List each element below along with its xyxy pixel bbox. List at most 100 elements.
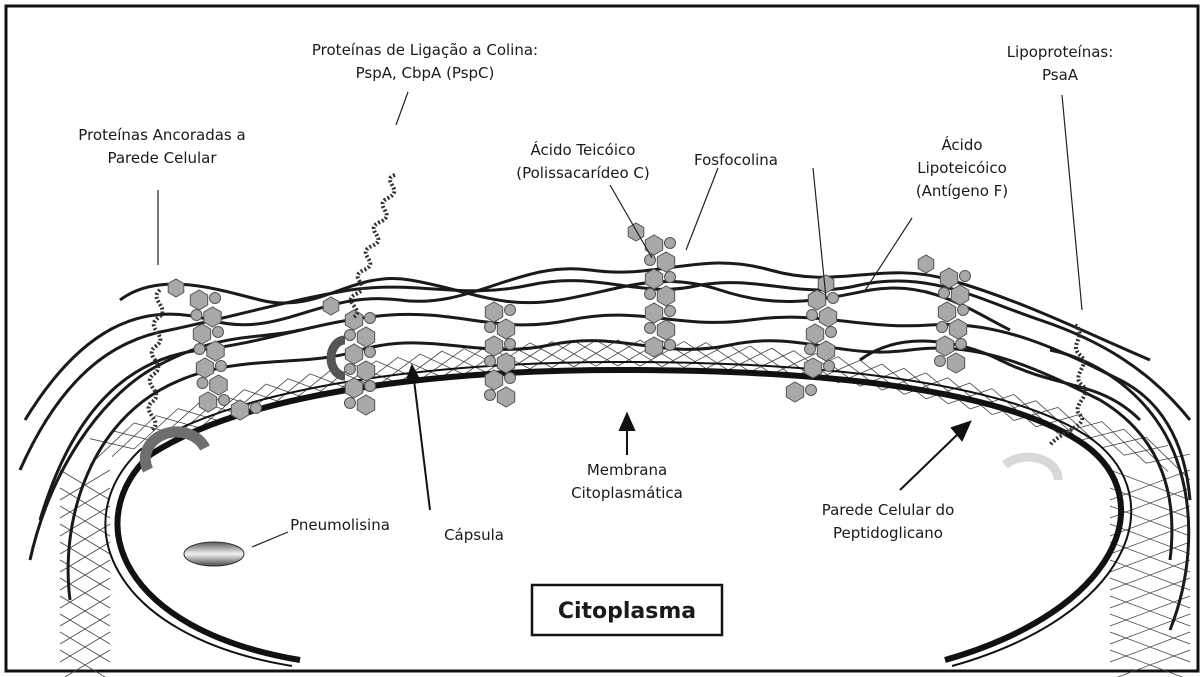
label-phosphocholine: Fosfocolina bbox=[694, 151, 778, 169]
choline-circle bbox=[824, 361, 835, 372]
choline-circle bbox=[939, 288, 950, 299]
sugar-hexagon bbox=[947, 353, 964, 373]
choline-circle bbox=[505, 373, 516, 384]
choline-circle bbox=[645, 289, 656, 300]
sugar-hexagon bbox=[231, 400, 248, 420]
label-membrane-line1: Membrana bbox=[587, 461, 667, 479]
choline-circle bbox=[956, 339, 967, 350]
sugar-hexagon bbox=[497, 387, 514, 407]
sugar-hexagon bbox=[657, 320, 674, 340]
choline-circle bbox=[665, 340, 676, 351]
sugar-hexagon bbox=[345, 310, 362, 330]
choline-circle bbox=[365, 347, 376, 358]
sugar-hexagon bbox=[818, 275, 834, 293]
sugar-hexagon bbox=[808, 290, 825, 310]
label-membrane-line2: Citoplasmática bbox=[571, 484, 683, 502]
sugar-hexagon bbox=[940, 268, 957, 288]
sugar-hexagon bbox=[949, 319, 966, 339]
choline-circle bbox=[960, 271, 971, 282]
sugar-hexagon bbox=[786, 382, 803, 402]
choline-circle bbox=[645, 323, 656, 334]
sugar-hexagon bbox=[204, 307, 221, 327]
label-teichoic-acid: Ácido Teicóico bbox=[531, 140, 636, 159]
choline-circle bbox=[219, 395, 230, 406]
figure-border bbox=[6, 6, 1198, 671]
choline-circle bbox=[645, 255, 656, 266]
choline-circle bbox=[665, 272, 676, 283]
sugar-hexagon bbox=[497, 319, 514, 339]
label-choline-binding-proteins: PspA, CbpA (PspC) bbox=[356, 64, 495, 82]
label-anchored-proteins-line1: Proteínas Ancoradas a bbox=[78, 126, 245, 144]
sugar-hexagon bbox=[193, 324, 210, 344]
choline-circle bbox=[365, 381, 376, 392]
choline-circle bbox=[191, 310, 202, 321]
label-cell-wall-line2: Peptidoglicano bbox=[833, 524, 943, 542]
sugar-hexagon bbox=[168, 279, 184, 297]
sugar-hexagon bbox=[190, 290, 207, 310]
choline-circle bbox=[345, 398, 356, 409]
choline-circle bbox=[345, 330, 356, 341]
choline-circle bbox=[665, 238, 676, 249]
pneumolysin-shape bbox=[184, 542, 244, 566]
choline-circle bbox=[805, 344, 816, 355]
sugar-hexagon bbox=[657, 252, 674, 272]
sugar-hexagon bbox=[938, 302, 955, 322]
label-capsule: Cápsula bbox=[444, 526, 504, 544]
sugar-hexagon bbox=[485, 370, 502, 390]
sugar-hexagon bbox=[357, 327, 374, 347]
choline-circle bbox=[197, 378, 208, 389]
label-polysaccharide-c: (Polissacarídeo C) bbox=[516, 164, 650, 182]
sugar-hexagon bbox=[323, 297, 339, 315]
choline-circle bbox=[251, 403, 262, 414]
sugar-hexagon bbox=[345, 378, 362, 398]
choline-circle bbox=[807, 310, 818, 321]
choline-circle bbox=[937, 322, 948, 333]
sugar-hexagon bbox=[951, 285, 968, 305]
sugar-hexagon bbox=[806, 324, 823, 344]
label-cell-wall-line1: Parede Celular do bbox=[822, 501, 955, 519]
label-anchored-proteins-line2: Parede Celular bbox=[107, 149, 217, 167]
sugar-hexagon bbox=[645, 269, 662, 289]
choline-circle bbox=[505, 305, 516, 316]
label-cytoplasm: Citoplasma bbox=[558, 599, 696, 624]
sugar-hexagon bbox=[199, 392, 216, 412]
choline-circle bbox=[213, 327, 224, 338]
sugar-hexagon bbox=[196, 358, 213, 378]
choline-circle bbox=[210, 293, 221, 304]
choline-circle bbox=[485, 322, 496, 333]
choline-circle bbox=[665, 306, 676, 317]
choline-circle bbox=[935, 356, 946, 367]
sugar-hexagon bbox=[357, 395, 374, 415]
sugar-hexagon bbox=[485, 302, 502, 322]
sugar-hexagon bbox=[628, 223, 644, 241]
label-lipoproteins-psaa: PsaA bbox=[1042, 66, 1079, 84]
sugar-hexagon bbox=[485, 336, 502, 356]
choline-circle bbox=[365, 313, 376, 324]
label-choline-binding-title: Proteínas de Ligação a Colina: bbox=[312, 41, 538, 59]
label-antigen-f: (Antígeno F) bbox=[916, 182, 1008, 200]
label-lipoteichoic-line2: Lipoteicóico bbox=[917, 159, 1007, 177]
choline-circle bbox=[826, 327, 837, 338]
sugar-hexagon bbox=[345, 344, 362, 364]
sugar-hexagon bbox=[804, 358, 821, 378]
sugar-hexagon bbox=[357, 361, 374, 381]
sugar-hexagon bbox=[207, 341, 224, 361]
choline-circle bbox=[958, 305, 969, 316]
sugar-hexagon bbox=[645, 303, 662, 323]
label-lipoproteins-title: Lipoproteínas: bbox=[1007, 43, 1114, 61]
sugar-hexagon bbox=[210, 375, 227, 395]
choline-circle bbox=[485, 356, 496, 367]
choline-circle bbox=[194, 344, 205, 355]
label-pneumolysin: Pneumolisina bbox=[290, 516, 390, 534]
sugar-hexagon bbox=[819, 307, 836, 327]
label-lipoteichoic-line1: Ácido bbox=[941, 135, 982, 154]
choline-circle bbox=[505, 339, 516, 350]
sugar-hexagon bbox=[817, 341, 834, 361]
choline-circle bbox=[806, 385, 817, 396]
choline-circle bbox=[485, 390, 496, 401]
sugar-hexagon bbox=[918, 255, 934, 273]
sugar-hexagon bbox=[936, 336, 953, 356]
sugar-hexagon bbox=[657, 286, 674, 306]
sugar-hexagon bbox=[645, 337, 662, 357]
